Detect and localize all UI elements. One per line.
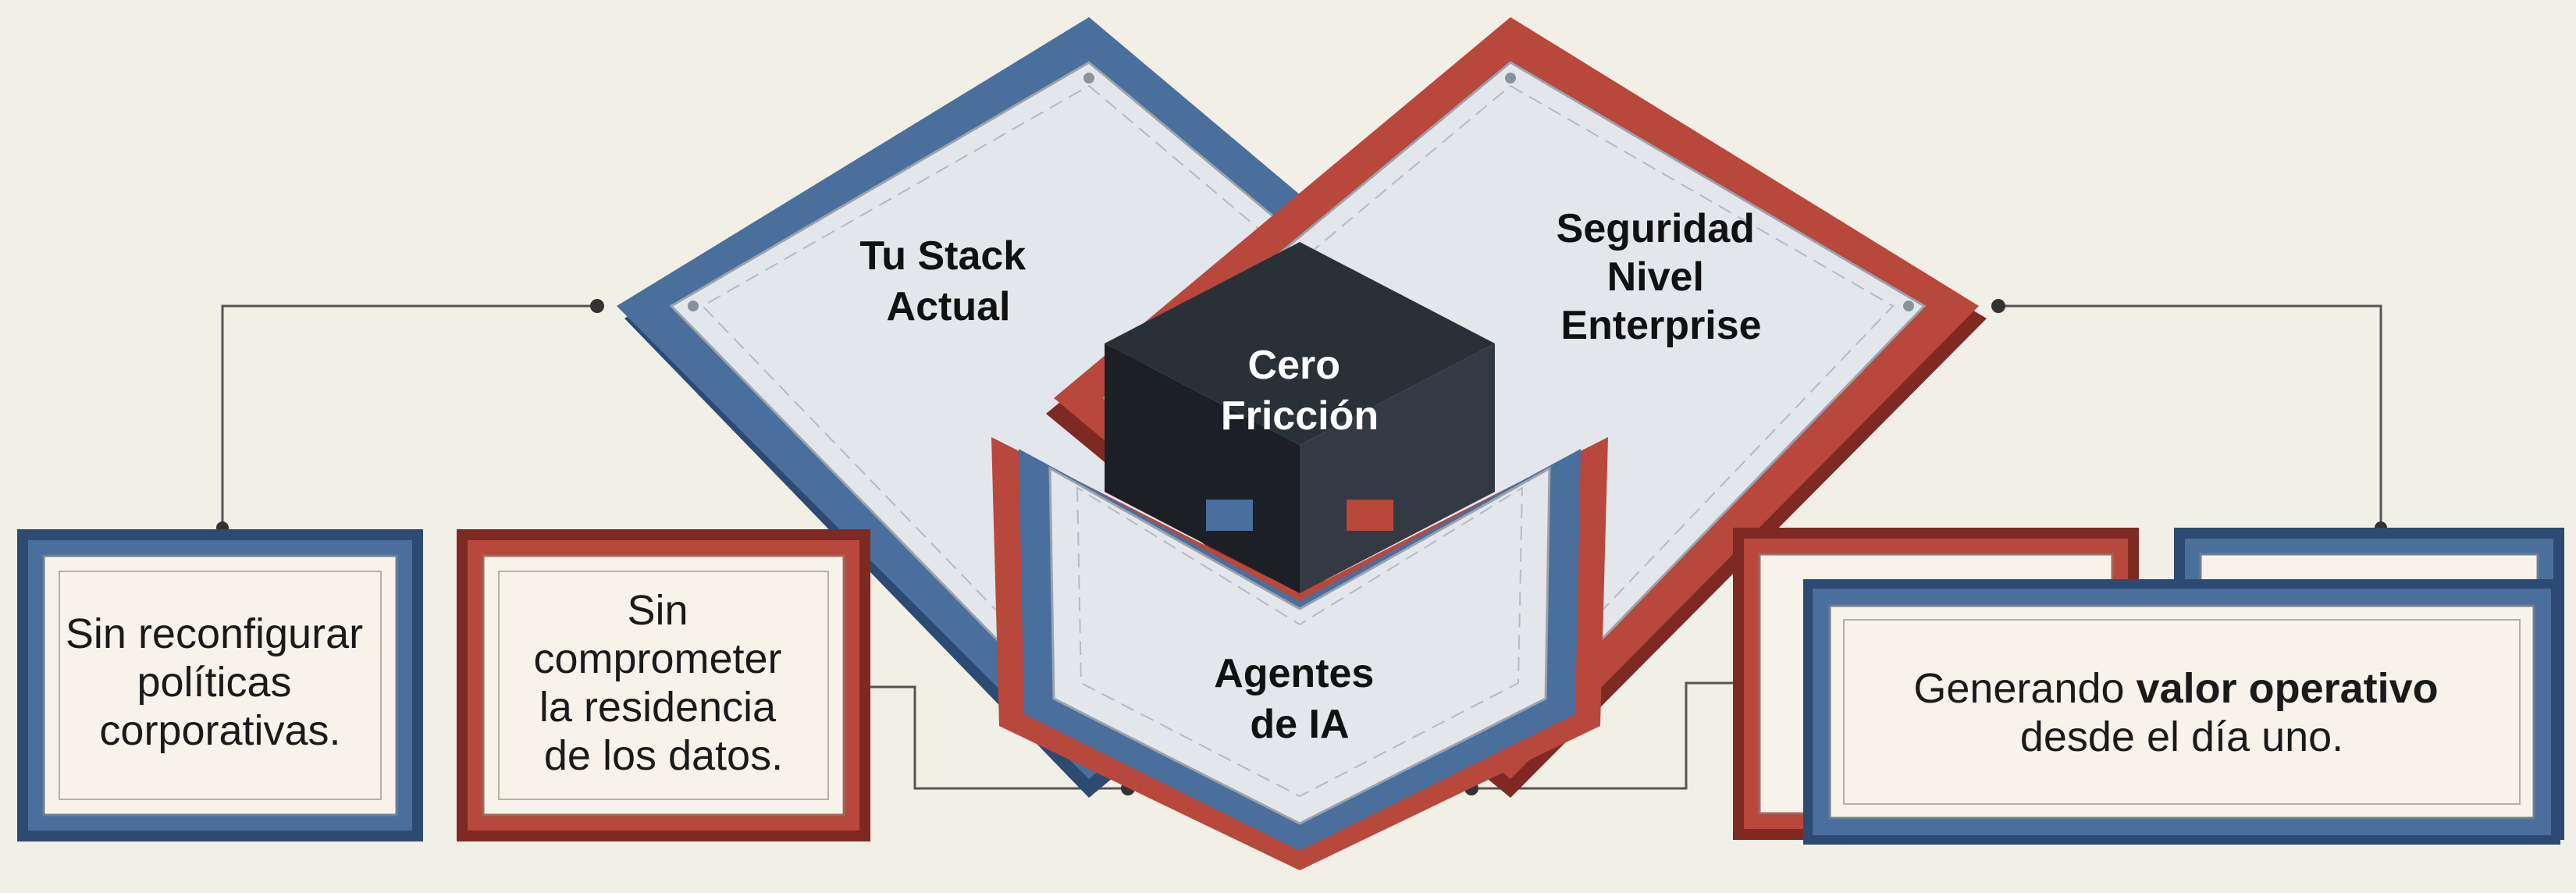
region-bottom: [991, 437, 1608, 870]
connector-red-right: [1998, 304, 2382, 528]
card-left-2-text: Sin comprometer la residencia de los dat…: [533, 587, 793, 779]
card-right-stack: Generando valor operativo desde el día u…: [1733, 528, 2564, 845]
cube-connector-blue: [1206, 500, 1253, 531]
center-cube: [1105, 242, 1495, 593]
label-blue-region: Tu Stack Actual: [859, 233, 1037, 329]
label-red-region: Seguridad Nivel Enterprise: [1557, 206, 1767, 348]
card-left-1-text: Sin reconfigurar políticas corporativas.: [66, 610, 375, 754]
hex-panel: [1048, 466, 1551, 825]
connector-lines: [221, 304, 2382, 790]
card-left-1: Sin reconfigurar políticas corporativas.: [17, 529, 423, 841]
hex-panel-inner: [1076, 486, 1524, 798]
cube-connector-red: [1347, 500, 1393, 531]
connector-bottom-left: [859, 685, 1128, 790]
label-bottom-region: Agentes de IA: [1214, 651, 1386, 747]
label-center: Cero Fricción: [1221, 343, 1379, 439]
connector-blue-left: [221, 304, 597, 528]
connector-bottom-right: [1471, 681, 1741, 790]
card-left-2: Sin comprometer la residencia de los dat…: [457, 529, 870, 841]
card-right-text: Generando valor operativo desde el día u…: [1913, 665, 2450, 760]
